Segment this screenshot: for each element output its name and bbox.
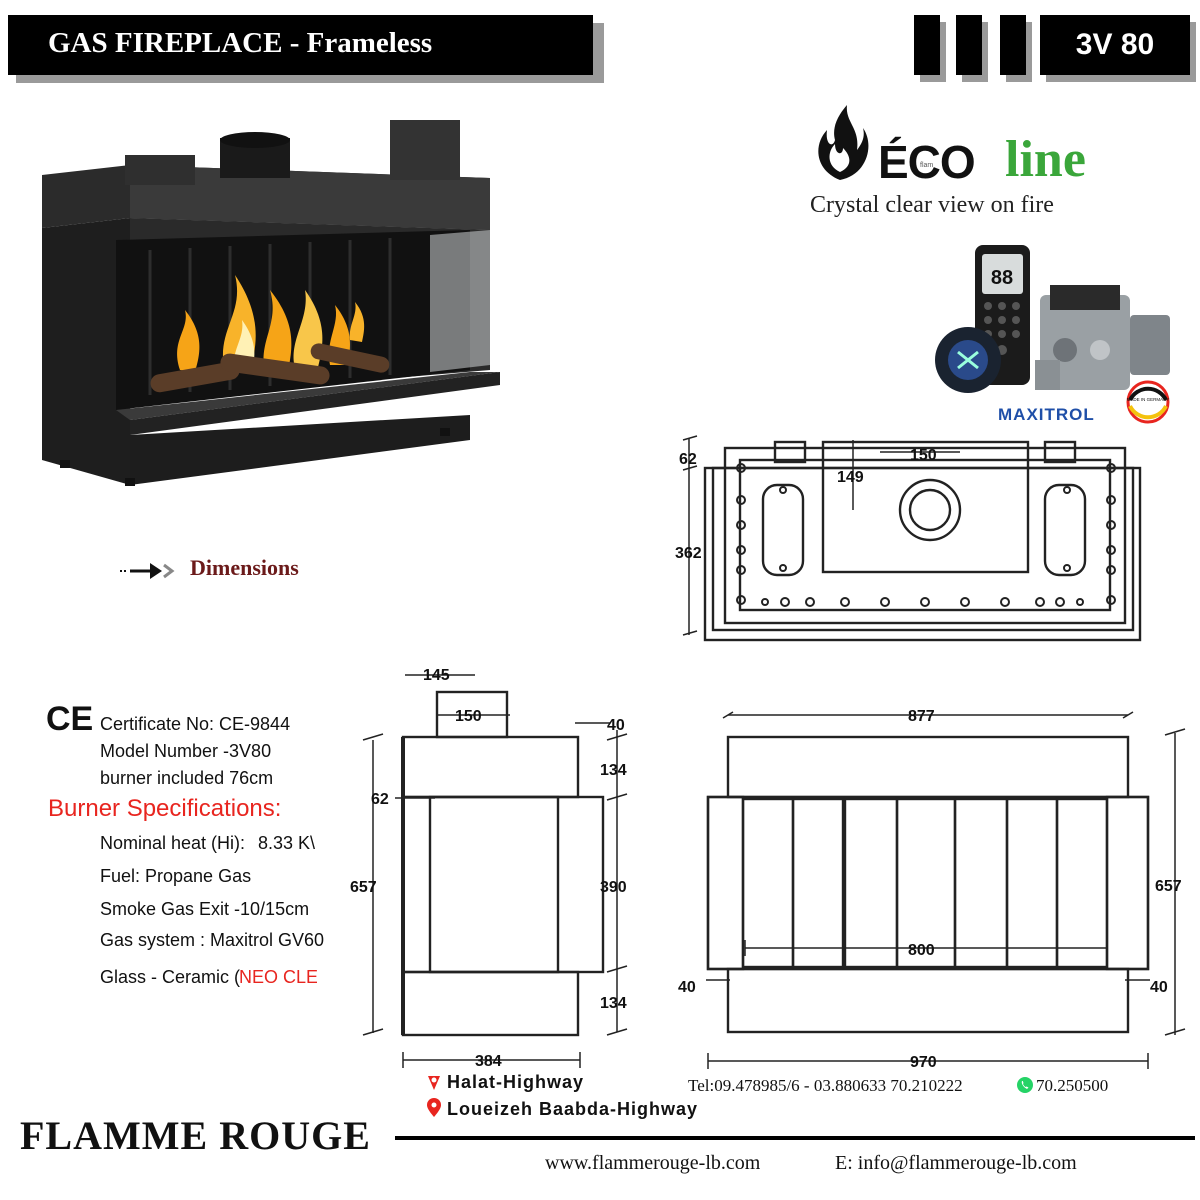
dim-800: 800 xyxy=(908,942,935,959)
dim-657-front: 657 xyxy=(1155,878,1182,895)
maxitrol-label: MAXITROL xyxy=(998,405,1095,424)
dim-40-right: 40 xyxy=(1150,979,1168,996)
fireplace-product-image xyxy=(42,120,500,486)
dim-134-bottom: 134 xyxy=(600,995,627,1012)
whatsapp-number: 70.250500 xyxy=(1036,1076,1109,1095)
dim-150-top: 150 xyxy=(910,447,937,464)
dim-40-left: 40 xyxy=(678,979,696,996)
location-loueizeh: Loueizeh Baabda-Highway xyxy=(447,1099,699,1119)
location-halat: Halat-Highway xyxy=(447,1072,585,1092)
footer-divider xyxy=(395,1136,1195,1140)
remote-and-valve-image: 88 MADE IN GERMANY MAXITROL xyxy=(935,245,1170,424)
dimensions-link[interactable]: Dimensions xyxy=(190,555,299,580)
eco-flame-tag: flam xyxy=(920,162,934,169)
dim-145: 145 xyxy=(423,667,450,684)
dim-40-side: 40 xyxy=(607,717,625,734)
flame-logo-icon xyxy=(818,105,869,180)
glass-spec-value: NEO CLEA xyxy=(239,967,317,987)
remote-display: 88 xyxy=(991,267,1013,289)
location-pin-icon xyxy=(427,1098,441,1117)
model-badge: 3V 80 xyxy=(1040,15,1190,75)
whatsapp-icon xyxy=(1017,1077,1033,1093)
arrow-right-icon xyxy=(120,563,175,579)
email-link[interactable]: E: info@flammerouge-lb.com xyxy=(835,1152,1077,1174)
dim-362: 362 xyxy=(675,545,702,562)
model-number: Model Number -3V80 xyxy=(100,741,272,761)
location-pin-icon xyxy=(428,1076,440,1090)
dim-62-side: 62 xyxy=(371,791,389,808)
page-title: GAS FIREPLACE - Frameless xyxy=(48,27,433,59)
decor-block xyxy=(956,15,982,75)
phone-numbers: Tel:09.478985/6 - 03.880633 70.210222 xyxy=(688,1076,963,1095)
header-bar xyxy=(8,15,593,75)
glass-spec-label: Glass - Ceramic ( xyxy=(100,967,241,987)
side-view-drawing: 145 150 40 134 62 657 390 134 384 xyxy=(350,667,628,1070)
front-view-drawing: 877 657 800 40 40 970 xyxy=(678,708,1186,1071)
burner-included: burner included 76cm xyxy=(100,768,274,788)
dim-150-side: 150 xyxy=(455,708,482,725)
dim-970: 970 xyxy=(910,1054,937,1071)
ce-mark: CE xyxy=(46,700,94,738)
dim-134-top: 134 xyxy=(600,762,627,779)
eco-wordmark: ÉCO xyxy=(878,136,976,188)
nominal-heat-value: 8.33 K\ xyxy=(258,833,316,853)
line-wordmark: line xyxy=(1005,131,1086,188)
tagline: Crystal clear view on fire xyxy=(810,192,1054,218)
decor-block xyxy=(1000,15,1026,75)
burner-specs-heading: Burner Specifications: xyxy=(48,795,282,822)
dim-390: 390 xyxy=(600,879,627,896)
nominal-heat-label: Nominal heat (Hi): xyxy=(100,833,246,853)
website-link[interactable]: www.flammerouge-lb.com xyxy=(545,1152,761,1174)
certificate-number: Certificate No: CE-9844 xyxy=(100,714,291,734)
dim-384: 384 xyxy=(475,1053,502,1070)
top-view-drawing: 62 362 149 150 xyxy=(675,435,1142,642)
decor-block xyxy=(914,15,940,75)
made-in-germany-label: MADE IN GERMANY xyxy=(1127,397,1170,402)
dim-62-top: 62 xyxy=(679,451,697,468)
dim-149: 149 xyxy=(837,469,864,486)
gas-system-spec: Gas system : Maxitrol GV60 xyxy=(100,930,325,950)
fuel-spec: Fuel: Propane Gas xyxy=(100,866,252,886)
brand-name: FLAMME ROUGE xyxy=(20,1113,371,1158)
dim-877: 877 xyxy=(908,708,935,725)
dim-657-side: 657 xyxy=(350,879,377,896)
smoke-exit-spec: Smoke Gas Exit -10/15cm xyxy=(100,899,310,919)
